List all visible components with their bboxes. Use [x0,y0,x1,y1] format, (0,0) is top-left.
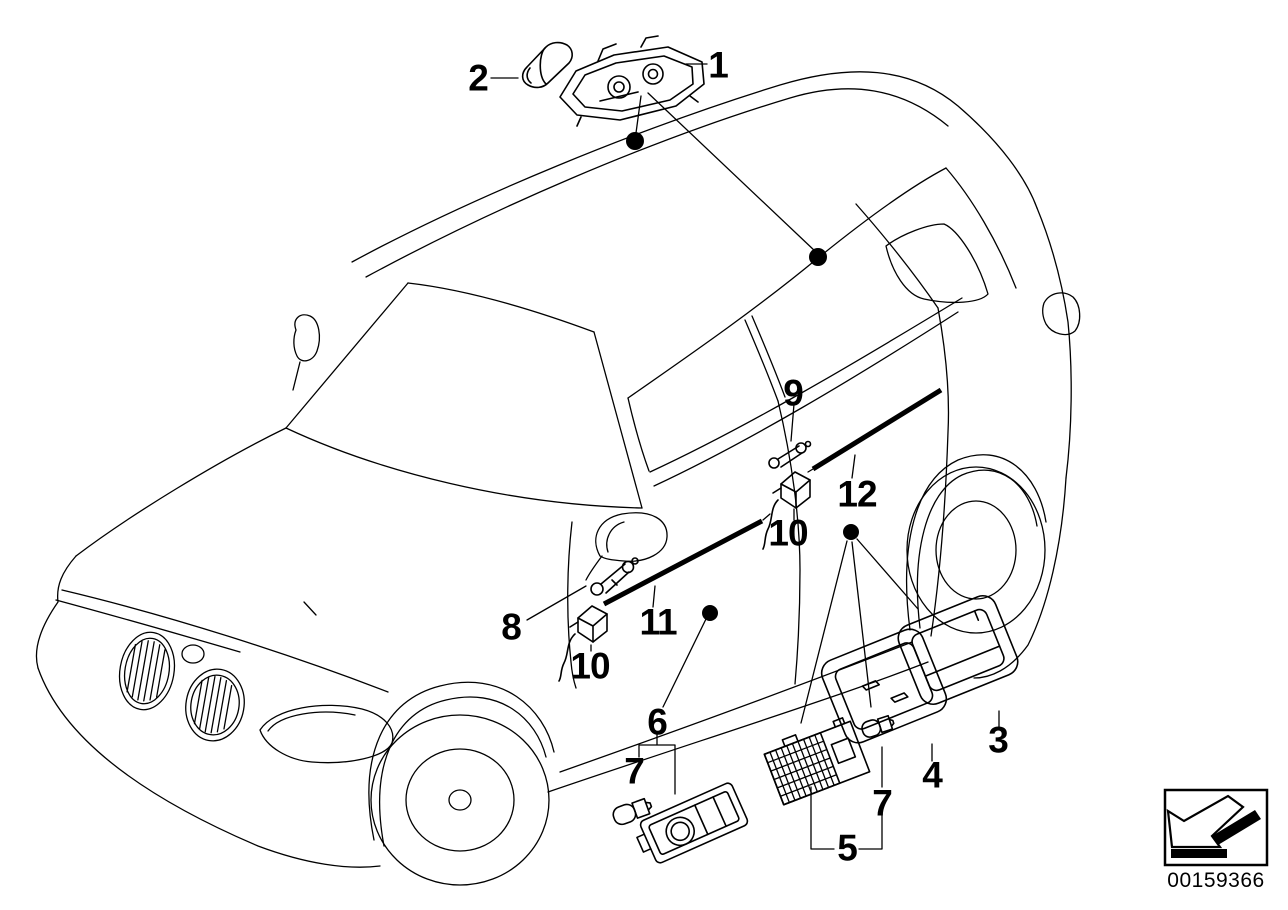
part-8-drawing [590,557,639,596]
part-3-frame-drawing [897,595,1019,705]
callout-11: 11 [639,601,677,643]
part-11-strip [602,518,764,607]
part-5-lamp-drawing [763,717,871,806]
callout-12: 12 [837,473,877,515]
part-10-rear-drawing [762,471,811,550]
part-bulb-2-drawing [521,41,573,89]
front-wheel [368,681,555,886]
rear-wheel [905,454,1047,634]
stamp-box [1163,788,1269,867]
roundel-badge [181,644,205,664]
part-7-left-bulb-drawing [612,797,653,826]
bracket-6 [638,732,676,795]
car-line-art [35,71,1081,886]
doc-number: 00159366 [1167,869,1265,892]
part-9-drawing [768,440,812,469]
tail-light [1042,292,1081,336]
part-roof-light-drawing [559,35,705,127]
part-12-strip [811,387,943,472]
callout-9: 9 [783,372,804,414]
part-4-frame-drawing [820,628,948,744]
kidney-grille [118,631,245,742]
far-side-mirror [292,314,321,391]
bracket-5 [810,786,883,850]
leader-lines [490,63,1000,850]
callout-6: 6 [647,701,668,743]
callout-5: 5 [837,827,858,869]
callout-10-rear: 10 [768,512,808,554]
callout-2: 2 [468,57,489,99]
direction-arrow-icon [1166,794,1261,858]
callout-7-left: 7 [624,750,645,792]
part-10-front-drawing [558,605,608,682]
quarter-window [885,223,989,304]
callout-10-front: 10 [570,645,610,687]
callout-7-right: 7 [872,782,893,824]
part-6-lamp-drawing [636,782,749,864]
part-7-right-bulb-drawing [861,714,895,738]
headlight [259,704,394,764]
callout-8: 8 [501,606,522,648]
callout-1: 1 [708,44,729,86]
side-mirror [585,512,668,581]
callout-4: 4 [922,754,943,796]
callout-3: 3 [988,719,1009,761]
mount-point-dots [626,132,859,621]
